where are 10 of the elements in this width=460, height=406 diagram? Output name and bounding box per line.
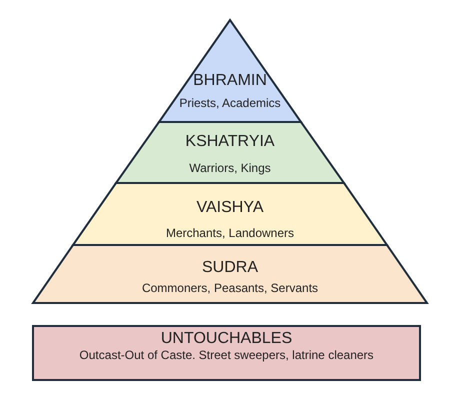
caste-description: Merchants, Landowners	[166, 226, 294, 240]
caste-name: KSHATRYIA	[185, 132, 275, 151]
caste-description: Priests, Academics	[179, 96, 281, 110]
caste-description: Warriors, Kings	[189, 161, 271, 175]
caste-name: VAISHYA	[196, 198, 264, 217]
caste-description: Commoners, Peasants, Servants	[142, 281, 318, 295]
caste-name: SUDRA	[202, 258, 258, 277]
caste-description: Outcast-Out of Caste. Street sweepers, latrine cleaners	[79, 348, 374, 362]
caste-name: UNTOUCHABLES	[160, 329, 292, 348]
caste-name: BHRAMIN	[193, 71, 267, 90]
